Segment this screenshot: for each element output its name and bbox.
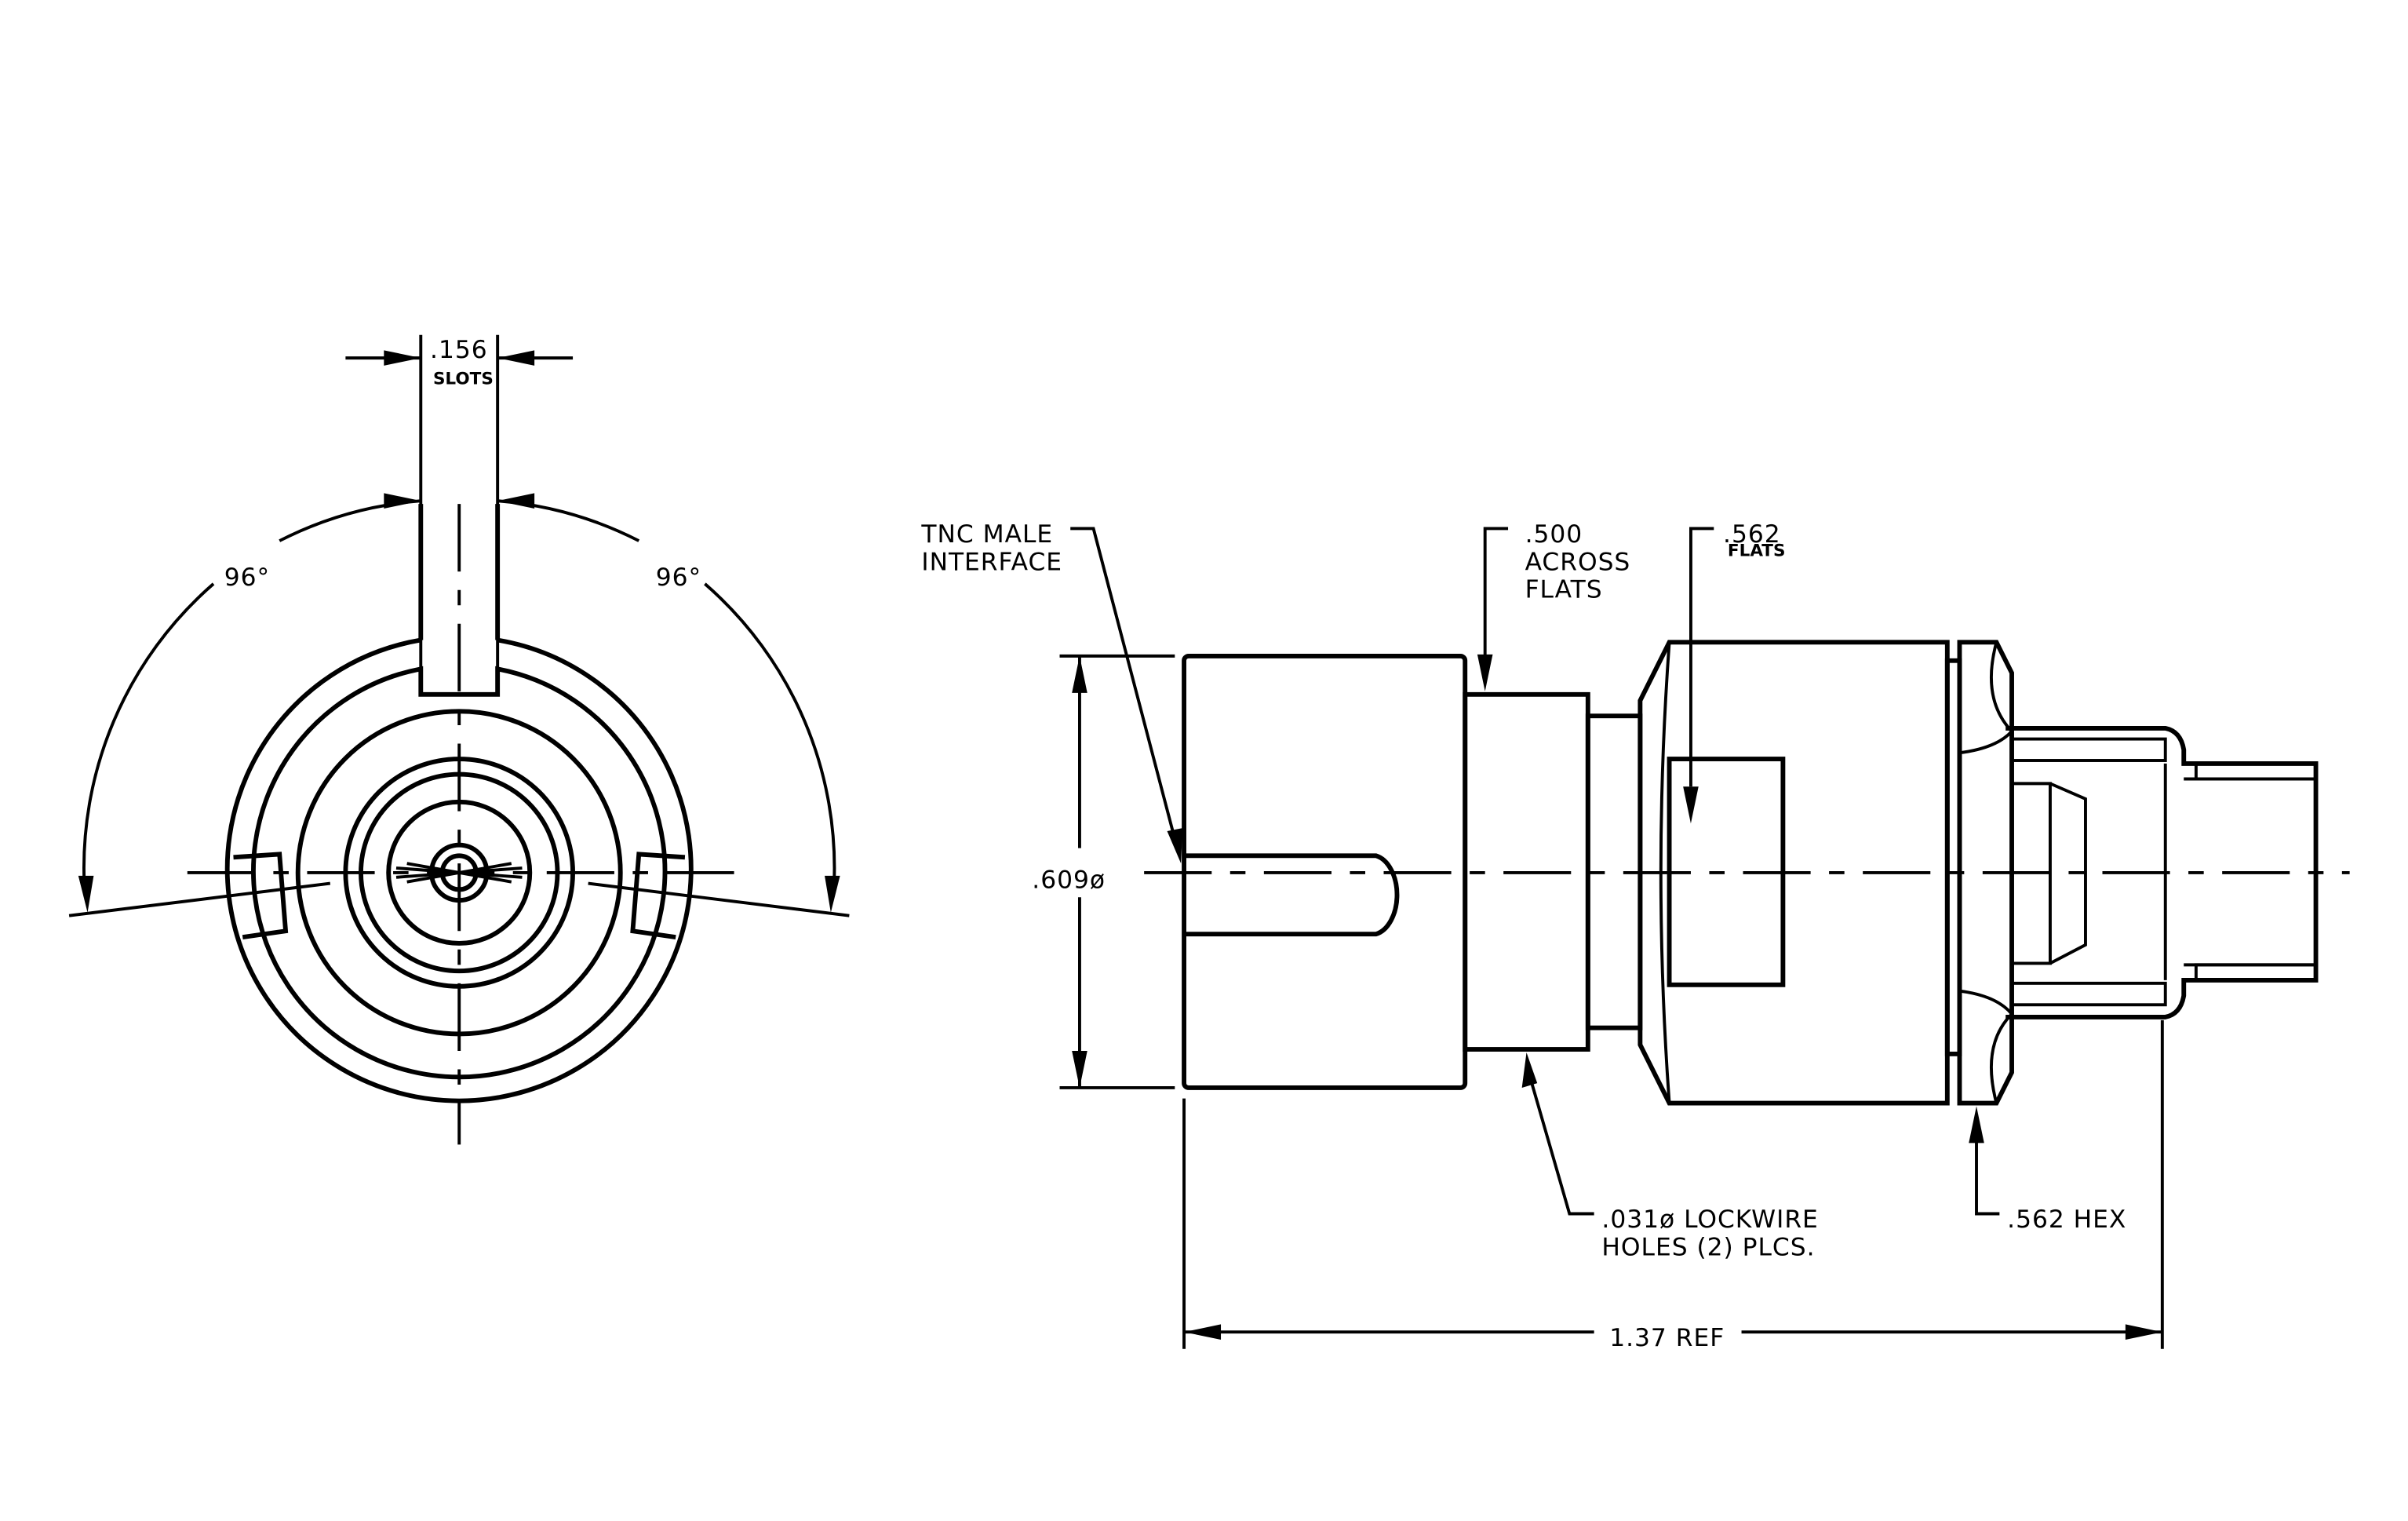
hex-label: .562 HEX [2007, 1205, 2126, 1234]
length-arrow-right [2125, 1324, 2162, 1340]
dia-arrow-bottom [1072, 1050, 1087, 1088]
ferrule-hatch-top [2010, 737, 2167, 762]
flats-arrow [1477, 654, 1493, 691]
flats-label-line2: ACROSS [1525, 548, 1631, 576]
length-arrow-left [1184, 1324, 1222, 1340]
hex-leader [1975, 1136, 2000, 1216]
angle-left-arrow-top [384, 493, 421, 509]
overall-length-label: 1.37 REF [1609, 1324, 1725, 1352]
interface-label-line2: INTERFACE [921, 548, 1062, 576]
lockwire-label-line1: .031ø LOCKWIRE [1601, 1205, 1818, 1234]
end-view-outer-circle [224, 637, 694, 1103]
jam-nut-flats [1959, 641, 2013, 1104]
angle-left-arrow-down [78, 875, 94, 913]
hex-arrow [1969, 1106, 1984, 1143]
hex-body-flat-curve [1659, 642, 1671, 1103]
angle-right-label: 96° [656, 564, 701, 592]
side-view: .609ø TNC MALE INTERFACE .500 ACROSS FLA… [920, 520, 2350, 1352]
flats2-note-label: FLATS [1728, 542, 1786, 561]
flats-label-line3: FLATS [1525, 575, 1603, 604]
interface-label-line1: TNC MALE [920, 520, 1053, 549]
dielectric [2049, 782, 2087, 965]
end-view-insulator-inner [386, 799, 533, 946]
lockwire-arrow [1521, 1052, 1538, 1088]
angle-right-extension [588, 881, 850, 917]
lockwire-leader [1528, 1074, 1594, 1216]
end-view: 96° 96° .156 SLOTS [68, 334, 850, 1145]
end-view-slot-gap [419, 640, 500, 669]
flats2-leader [1689, 527, 1714, 787]
end-view-coupling-ring [251, 666, 668, 1080]
end-view-pin-slots [395, 862, 523, 884]
end-view-body-circle [295, 709, 623, 1037]
end-view-insulator-outer [343, 757, 575, 989]
angle-left-arc [82, 582, 215, 888]
end-view-pin-outer [429, 842, 490, 903]
angle-right-arc-top [497, 499, 640, 542]
slot-note-label: SLOTS [433, 369, 494, 388]
angle-left-arc-top [279, 499, 421, 542]
hex-body-flat [1667, 757, 1786, 987]
flats2-value-label: .562 [1723, 520, 1781, 549]
end-view-right-window [630, 852, 686, 940]
angle-left-extension [68, 881, 331, 917]
end-view-left-window [233, 852, 289, 940]
flats2-arrow [1683, 786, 1699, 824]
diameter-label: .609ø [1032, 866, 1106, 894]
coupling-nut-slot [1184, 853, 1400, 937]
angle-right-arrow-down [825, 875, 840, 913]
flats-leader [1483, 527, 1509, 658]
lockwire-label-line2: HOLES (2) PLCS. [1601, 1233, 1815, 1261]
end-view-insulator-mid [359, 771, 560, 974]
interface-leader [1070, 527, 1178, 846]
slot-width-label: .156 [430, 336, 488, 364]
slot-dim-arrow-right [497, 350, 535, 366]
ferrule-hatch-bottom [2010, 981, 2167, 1007]
angle-right-arc [704, 582, 836, 888]
cable-jacket-lines [2163, 763, 2316, 980]
dia-arrow-top [1072, 655, 1087, 693]
interface-arrow [1167, 828, 1183, 864]
angle-right-arrow-top [497, 493, 535, 509]
slot-dim-arrow-left [384, 350, 421, 366]
cable-ferrule [2005, 725, 2319, 1019]
angle-left-label: 96° [224, 564, 270, 592]
flats-label-line1: .500 [1525, 520, 1583, 549]
